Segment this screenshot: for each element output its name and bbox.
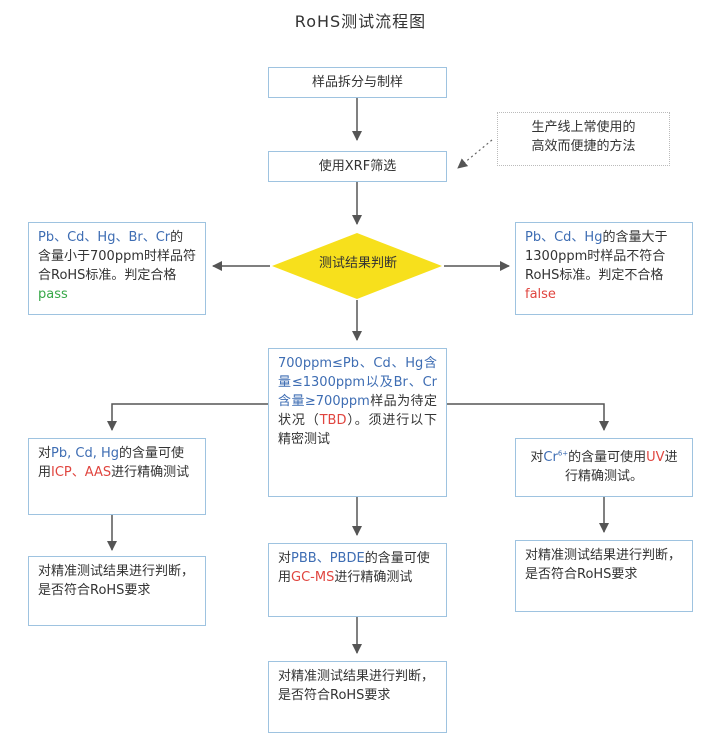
- xrf-note-line1: 生产线上常使用的: [531, 120, 636, 135]
- final-center-box: 对精准测试结果进行判断，是否符合RoHS要求: [268, 661, 447, 733]
- branch-icp-aas-box: 对Pb, Cd, Hg的含量可使用ICP、AAS进行精确测试: [28, 438, 206, 515]
- step-sample-prep-label: 样品拆分与制样: [311, 75, 403, 90]
- branch-left-suffix: 进行精确测试: [111, 465, 190, 480]
- result-pass-box: Pb、Cd、Hg、Br、Cr的含量小于700ppm时样品符合RoHS标准。判定合…: [28, 222, 206, 315]
- branch-right-element: Cr: [543, 450, 558, 465]
- pending-box: 700ppm≤Pb、Cd、Hg含量≤1300ppm以及Br、Cr含量≥700pp…: [268, 348, 447, 497]
- pass-text: 的含量小于700ppm时样品符合RoHS标准。判定合格: [38, 230, 196, 283]
- step-xrf-screening: 使用XRF筛选: [268, 151, 447, 182]
- arrow-note-step2: [457, 139, 493, 169]
- final-right-box: 对精准测试结果进行判断，是否符合RoHS要求: [515, 540, 693, 612]
- pass-verdict: pass: [38, 287, 68, 302]
- result-false-box: Pb、Cd、Hg的含量大于1300ppm时样品不符合RoHS标准。判定不合格 fa…: [515, 222, 693, 315]
- branch-center-mid: 的含量可使用: [278, 551, 430, 585]
- branch-right-sup: 6+: [557, 449, 569, 458]
- xrf-note-line2: 高效而便捷的方法: [531, 139, 636, 154]
- pending-text1: 样品为待定状况（: [278, 394, 437, 428]
- branch-left-mid: 的含量可使用: [38, 446, 185, 480]
- final-center-label: 对精准测试结果进行判断，是否符合RoHS要求: [278, 669, 435, 703]
- branch-left-prefix: 对: [38, 446, 52, 461]
- arrow-pending-right-branch: [446, 403, 609, 431]
- pending-range: 700ppm≤Pb、Cd、Hg含量≤1300ppm以及Br、Cr含量≥700pp…: [278, 356, 437, 409]
- final-right-label: 对精准测试结果进行判断，是否符合RoHS要求: [525, 548, 682, 582]
- branch-center-prefix: 对: [278, 551, 292, 566]
- step-xrf-screening-label: 使用XRF筛选: [318, 159, 397, 174]
- pass-elements: Pb、Cd、Hg、Br、Cr: [38, 230, 171, 245]
- decision-diamond: [272, 233, 442, 299]
- branch-right-methods: UV: [646, 450, 665, 465]
- branch-center-suffix: 进行精确测试: [334, 570, 413, 585]
- branch-right-suffix: 进行精确测试。: [564, 450, 678, 484]
- false-verdict: false: [525, 287, 556, 302]
- final-left-label: 对精准测试结果进行判断，是否符合RoHS要求: [38, 564, 195, 598]
- branch-uv-box: 对Cr6+的含量可使用UV进行精确测试。: [515, 438, 693, 497]
- branch-right-mid: 的含量可使用: [568, 450, 647, 465]
- arrow-pending-left-branch: [107, 403, 268, 431]
- branch-left-methods: ICP、AAS: [51, 465, 112, 480]
- xrf-note: 生产线上常使用的 高效而便捷的方法: [497, 112, 670, 166]
- false-elements: Pb、Cd、Hg: [525, 230, 603, 245]
- branch-center-elements: PBB、PBDE: [291, 551, 365, 566]
- branch-center-methods: GC-MS: [291, 570, 335, 585]
- decision-label: 测试结果判断: [318, 256, 397, 271]
- branch-right-prefix: 对: [530, 450, 544, 465]
- branch-left-elements: Pb, Cd, Hg: [51, 446, 119, 461]
- pending-text2: ）。须进行以下精密测试: [278, 413, 437, 447]
- final-left-box: 对精准测试结果进行判断，是否符合RoHS要求: [28, 556, 206, 626]
- step-sample-prep: 样品拆分与制样: [268, 67, 447, 98]
- branch-gc-ms-box: 对PBB、PBDE的含量可使用GC-MS进行精确测试: [268, 543, 447, 617]
- page-title: RoHS测试流程图: [294, 12, 427, 31]
- pending-tbd: TBD: [319, 413, 347, 428]
- false-text: 的含量大于1300ppm时样品不符合RoHS标准。判定不合格: [525, 230, 668, 283]
